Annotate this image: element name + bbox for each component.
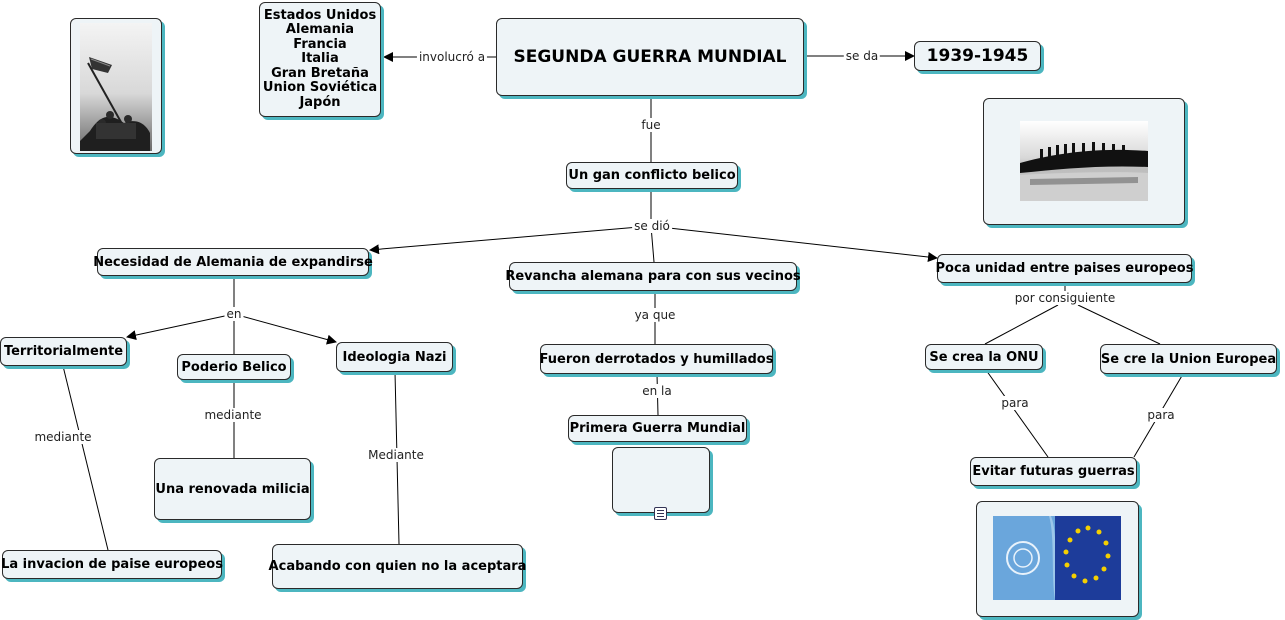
evitar-label: Evitar futuras guerras [972, 464, 1135, 479]
territorialmente-label: Territorialmente [3, 344, 124, 359]
poca-unidad-label: Poca unidad entre paises europeos [935, 261, 1194, 276]
soldiers-silhouette-photo-icon [1020, 121, 1148, 201]
link-label-involucro: involucró a [416, 50, 488, 64]
link-label-mediante-3: Mediante [366, 448, 426, 462]
necesidad-node[interactable]: Necesidad de Alemania de expandirse [93, 248, 373, 276]
milicia-label: Una renovada milicia [155, 481, 310, 497]
countries-node[interactable]: Estados Unidos Alemania Francia Italia G… [259, 2, 381, 117]
invasion-label: La invacion de paise europeos [1, 557, 223, 572]
union-europea-label: Se cre la Union Europea [1100, 351, 1277, 367]
revancha-label: Revancha alemana para con sus vecinos [505, 269, 801, 284]
flag-raising-photo-icon [80, 23, 152, 151]
primera-guerra-node[interactable]: Primera Guerra Mundial [568, 415, 747, 442]
flags-image-node [976, 501, 1139, 617]
primera-guerra-label: Primera Guerra Mundial [569, 421, 746, 436]
link-label-para-1: para [999, 396, 1031, 410]
flag-raising-image-node [70, 18, 162, 154]
years-label: 1939-1945 [926, 46, 1029, 66]
central-concept-node[interactable]: SEGUNDA GUERRA MUNDIAL [496, 18, 804, 96]
acabando-node[interactable]: Acabando con quien no la aceptara [269, 544, 526, 589]
years-node[interactable]: 1939-1945 [914, 41, 1041, 71]
derrotados-label: Fueron derrotados y humillados [539, 351, 774, 367]
derrotados-node[interactable]: Fueron derrotados y humillados [540, 344, 773, 374]
soldiers-image-node [983, 98, 1185, 225]
link-label-para-2: para [1145, 408, 1177, 422]
country-item: Gran Bretaña [271, 65, 369, 81]
poca-unidad-node[interactable]: Poca unidad entre paises europeos [935, 254, 1194, 283]
evitar-node[interactable]: Evitar futuras guerras [970, 457, 1137, 486]
acabando-label: Acabando con quien no la aceptara [268, 559, 527, 574]
ideologia-label: Ideologia Nazi [342, 349, 447, 365]
resource-node[interactable] [612, 447, 710, 513]
link-label-se-dio: se dió [632, 219, 672, 233]
country-item: Union Soviética [262, 80, 378, 96]
milicia-node[interactable]: Una renovada milicia [154, 458, 311, 520]
revancha-node[interactable]: Revancha alemana para con sus vecinos [505, 262, 801, 291]
onu-node[interactable]: Se crea la ONU [925, 344, 1043, 370]
link-label-por-consiguiente: por consiguiente [1012, 291, 1118, 305]
territorialmente-node[interactable]: Territorialmente [0, 337, 127, 366]
link-label-mediante-1: mediante [32, 430, 94, 444]
resource-document-icon[interactable] [654, 507, 667, 520]
link-label-se-da: se da [843, 49, 881, 63]
link-label-fue: fue [639, 118, 663, 132]
central-concept-label: SEGUNDA GUERRA MUNDIAL [513, 47, 787, 67]
link-label-mediante-2: mediante [202, 408, 264, 422]
poderio-node[interactable]: Poderio Belico [177, 354, 291, 380]
link-label-ya-que: ya que [632, 308, 678, 322]
poderio-label: Poderio Belico [181, 359, 287, 375]
link-label-en: en [224, 307, 244, 321]
country-item: Alemania [285, 22, 355, 38]
country-item: Francia [293, 36, 347, 52]
un-eu-flags-photo-icon [993, 516, 1121, 600]
country-item: Italia [301, 51, 339, 67]
country-item: Estados Unidos [263, 7, 377, 23]
invasion-node[interactable]: La invacion de paise europeos [1, 550, 223, 579]
conflicto-label: Un gan conflicto belico [568, 168, 736, 183]
union-europea-node[interactable]: Se cre la Union Europea [1100, 344, 1277, 374]
onu-label: Se crea la ONU [929, 349, 1039, 365]
ideologia-node[interactable]: Ideologia Nazi [336, 342, 453, 372]
country-item: Japón [299, 94, 341, 110]
link-label-en-la: en la [640, 384, 674, 398]
conflicto-node[interactable]: Un gan conflicto belico [566, 162, 738, 189]
necesidad-label: Necesidad de Alemania de expandirse [93, 254, 373, 270]
